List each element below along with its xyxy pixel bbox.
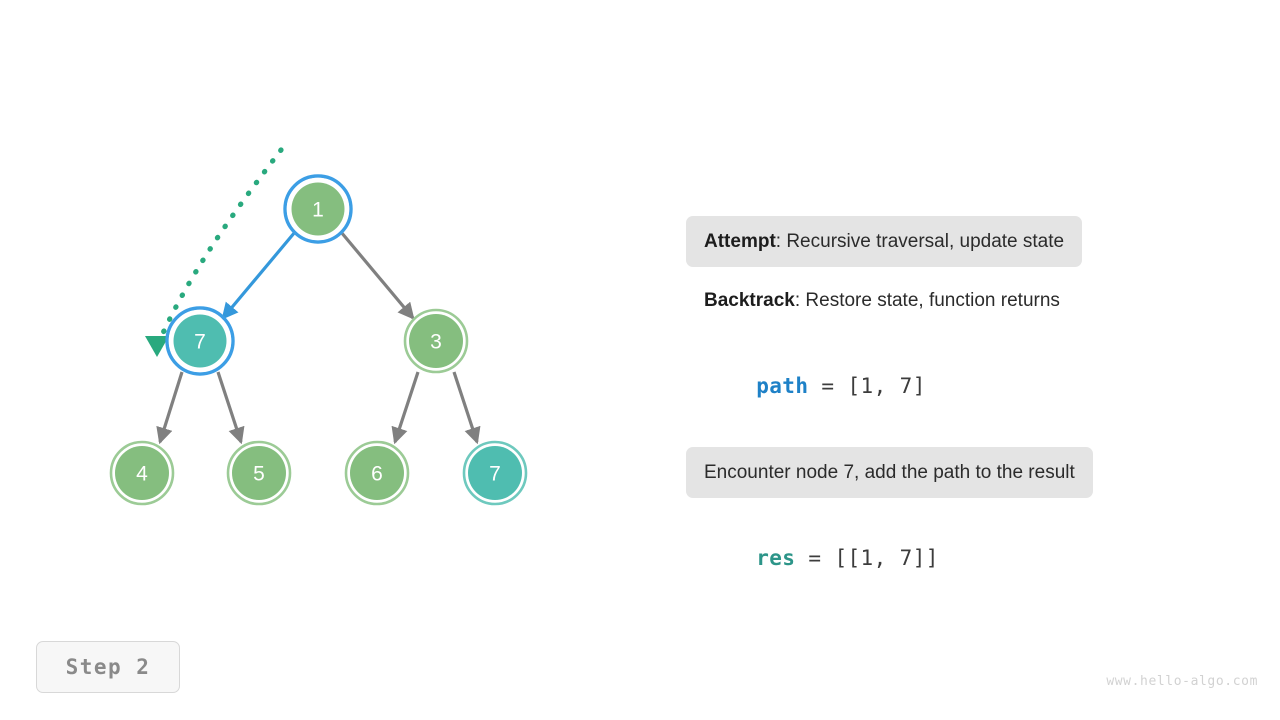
res-code-line: res = [[1, 7]] — [686, 506, 1206, 611]
attempt-label: Attempt — [704, 231, 776, 252]
node-ring — [109, 440, 175, 506]
path-variable: path — [756, 373, 809, 398]
node-body — [468, 446, 522, 500]
encounter-line: Encounter node 7, add the path to the re… — [686, 447, 1093, 499]
tree-node-7-left[interactable]: 7 — [165, 306, 235, 376]
backtrack-line: Backtrack: Restore state, function retur… — [686, 275, 1078, 326]
edge-3-to-6 — [391, 371, 420, 445]
backtrack-dotted-path — [160, 147, 284, 336]
backtrack-triangle-marker — [145, 336, 169, 357]
watermark: www.hello-algo.com — [1106, 674, 1258, 689]
edge-3-to-7 — [452, 371, 481, 445]
node-ring-gap — [168, 309, 232, 373]
backtrack-text: : Restore state, function returns — [794, 290, 1060, 312]
step-badge: Step 2 — [36, 641, 180, 693]
backtrack-trace — [145, 147, 284, 357]
node-highlight-ring — [165, 306, 235, 376]
node-ring — [226, 440, 292, 506]
tree-node-7-leaf[interactable]: 7 — [462, 440, 528, 506]
node-ring-gap — [286, 177, 350, 241]
edge-7-to-4 — [156, 371, 184, 445]
info-panel: Attempt: Recursive traversal, update sta… — [686, 216, 1206, 620]
tree-node-3[interactable]: 3 — [403, 308, 469, 374]
tree-edges — [156, 230, 481, 445]
tree-node-5[interactable]: 5 — [226, 440, 292, 506]
res-expression: = [[1, 7]] — [795, 546, 939, 571]
attempt-text: : Recursive traversal, update state — [775, 231, 1065, 252]
binary-tree-diagram: 1 7 3 4 5 6 — [109, 147, 528, 506]
node-label: 5 — [253, 463, 265, 486]
path-expression: = [1, 7] — [808, 373, 926, 398]
tree-node-4[interactable]: 4 — [109, 440, 175, 506]
node-highlight-ring — [283, 174, 353, 244]
edge-7-to-5 — [216, 371, 245, 445]
backtrack-label: Backtrack — [704, 290, 795, 312]
node-label: 7 — [194, 331, 206, 354]
node-label: 7 — [489, 463, 501, 486]
node-ring — [403, 308, 469, 374]
node-label: 1 — [312, 199, 324, 222]
watermark-text: www.hello-algo.com — [1106, 674, 1258, 689]
node-ring — [462, 440, 528, 506]
tree-node-1[interactable]: 1 — [283, 174, 353, 244]
edge-1-to-3 — [339, 230, 415, 320]
tree-nodes: 1 7 3 4 5 6 — [109, 174, 528, 506]
node-body — [173, 314, 227, 368]
node-body — [409, 314, 463, 368]
node-label: 4 — [136, 463, 148, 486]
edge-1-to-7 — [221, 230, 297, 320]
encounter-text: Encounter node 7, add the path to the re… — [704, 462, 1075, 484]
node-body — [115, 446, 169, 500]
res-variable: res — [756, 546, 796, 571]
path-code-line: path = [1, 7] — [686, 334, 1206, 439]
node-body — [350, 446, 404, 500]
node-body — [291, 182, 345, 236]
tree-node-6[interactable]: 6 — [344, 440, 410, 506]
attempt-line: Attempt: Recursive traversal, update sta… — [686, 216, 1083, 268]
step-badge-label: Step 2 — [65, 655, 151, 679]
node-body — [232, 446, 286, 500]
node-ring — [344, 440, 410, 506]
node-label: 3 — [430, 331, 442, 354]
node-label: 6 — [371, 463, 383, 486]
